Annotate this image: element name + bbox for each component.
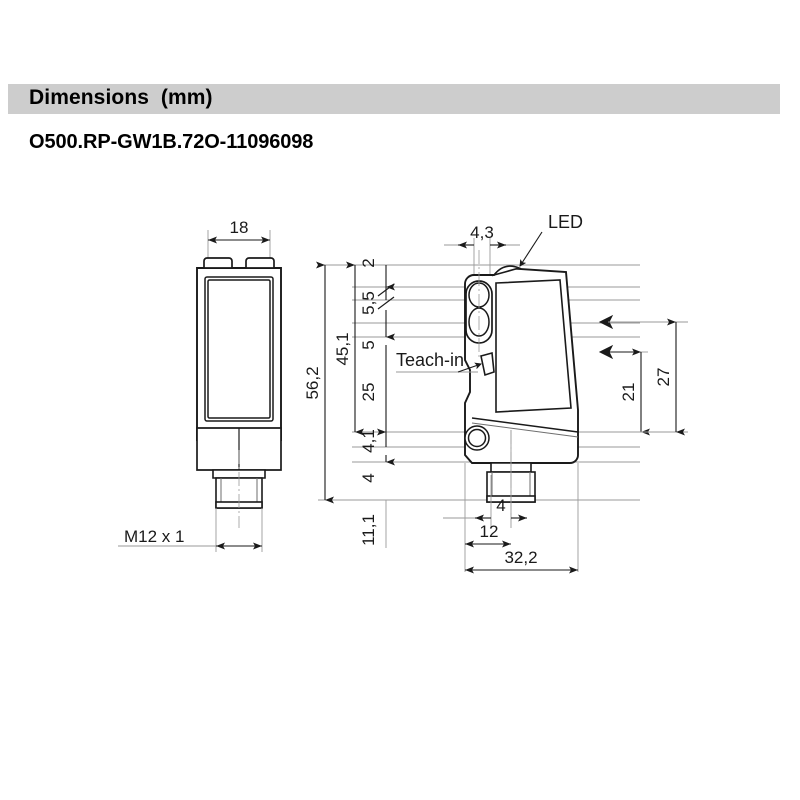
dim-27-extension-lines: [600, 321, 688, 433]
page-title: Dimensions (mm): [29, 86, 213, 109]
teach-in-leader: [396, 362, 482, 373]
label-led: LED: [548, 212, 583, 232]
dim-label-25: 25: [359, 383, 378, 402]
dim-label-451: 45,1: [333, 332, 352, 365]
emitter-beam-arrow: [598, 344, 634, 360]
led-leader: [519, 231, 543, 267]
side-view-group: 4,3 LED: [396, 212, 583, 520]
dim-label-4-vertical: 4: [359, 473, 378, 482]
label-teach-in: Teach-in: [396, 350, 464, 370]
teach-in-button: [480, 351, 495, 377]
dim-label-21: 21: [619, 383, 638, 402]
dim-label-55: 5,5: [359, 291, 378, 315]
dim-label-43: 4,3: [470, 223, 494, 242]
dim-label-12: 12: [480, 522, 499, 541]
beam-dimension-group: 21 27: [598, 314, 688, 436]
dim-label-562: 56,2: [303, 366, 322, 399]
mounting-hole: [464, 425, 490, 451]
bottom-extension-lines: [464, 430, 579, 572]
dim-label-5: 5: [359, 340, 378, 349]
dim-label-41: 4,1: [359, 429, 378, 453]
m12-extension-lines: [215, 508, 263, 552]
section-header-bar: [8, 84, 780, 114]
part-number: O500.RP-GW1B.72O-11096098: [29, 131, 314, 153]
label-m12: M12 x 1: [124, 527, 184, 546]
dim-label-18: 18: [230, 218, 249, 237]
front-view-window: [204, 276, 274, 422]
bottom-dimension-group: 4 12 32,2: [443, 430, 579, 574]
dim-label-2: 2: [359, 258, 378, 267]
dim-label-27: 27: [654, 368, 673, 387]
vertical-dimension-stack: 45,1 2 5,5 5 25 4,1 4: [333, 258, 640, 548]
front-view-group: 18: [118, 218, 460, 552]
dim-label-322: 32,2: [504, 548, 537, 567]
front-view-top-lobes: [203, 257, 275, 269]
led-bump: [491, 265, 522, 277]
dim-line-55: [377, 283, 395, 310]
side-view-base-split-2: [471, 422, 579, 438]
dim-label-111: 11,1: [359, 514, 378, 546]
side-view-base-split: [471, 417, 579, 433]
side-view-optics-block: [495, 279, 572, 413]
dim-label-4-horizontal: 4: [496, 496, 505, 515]
